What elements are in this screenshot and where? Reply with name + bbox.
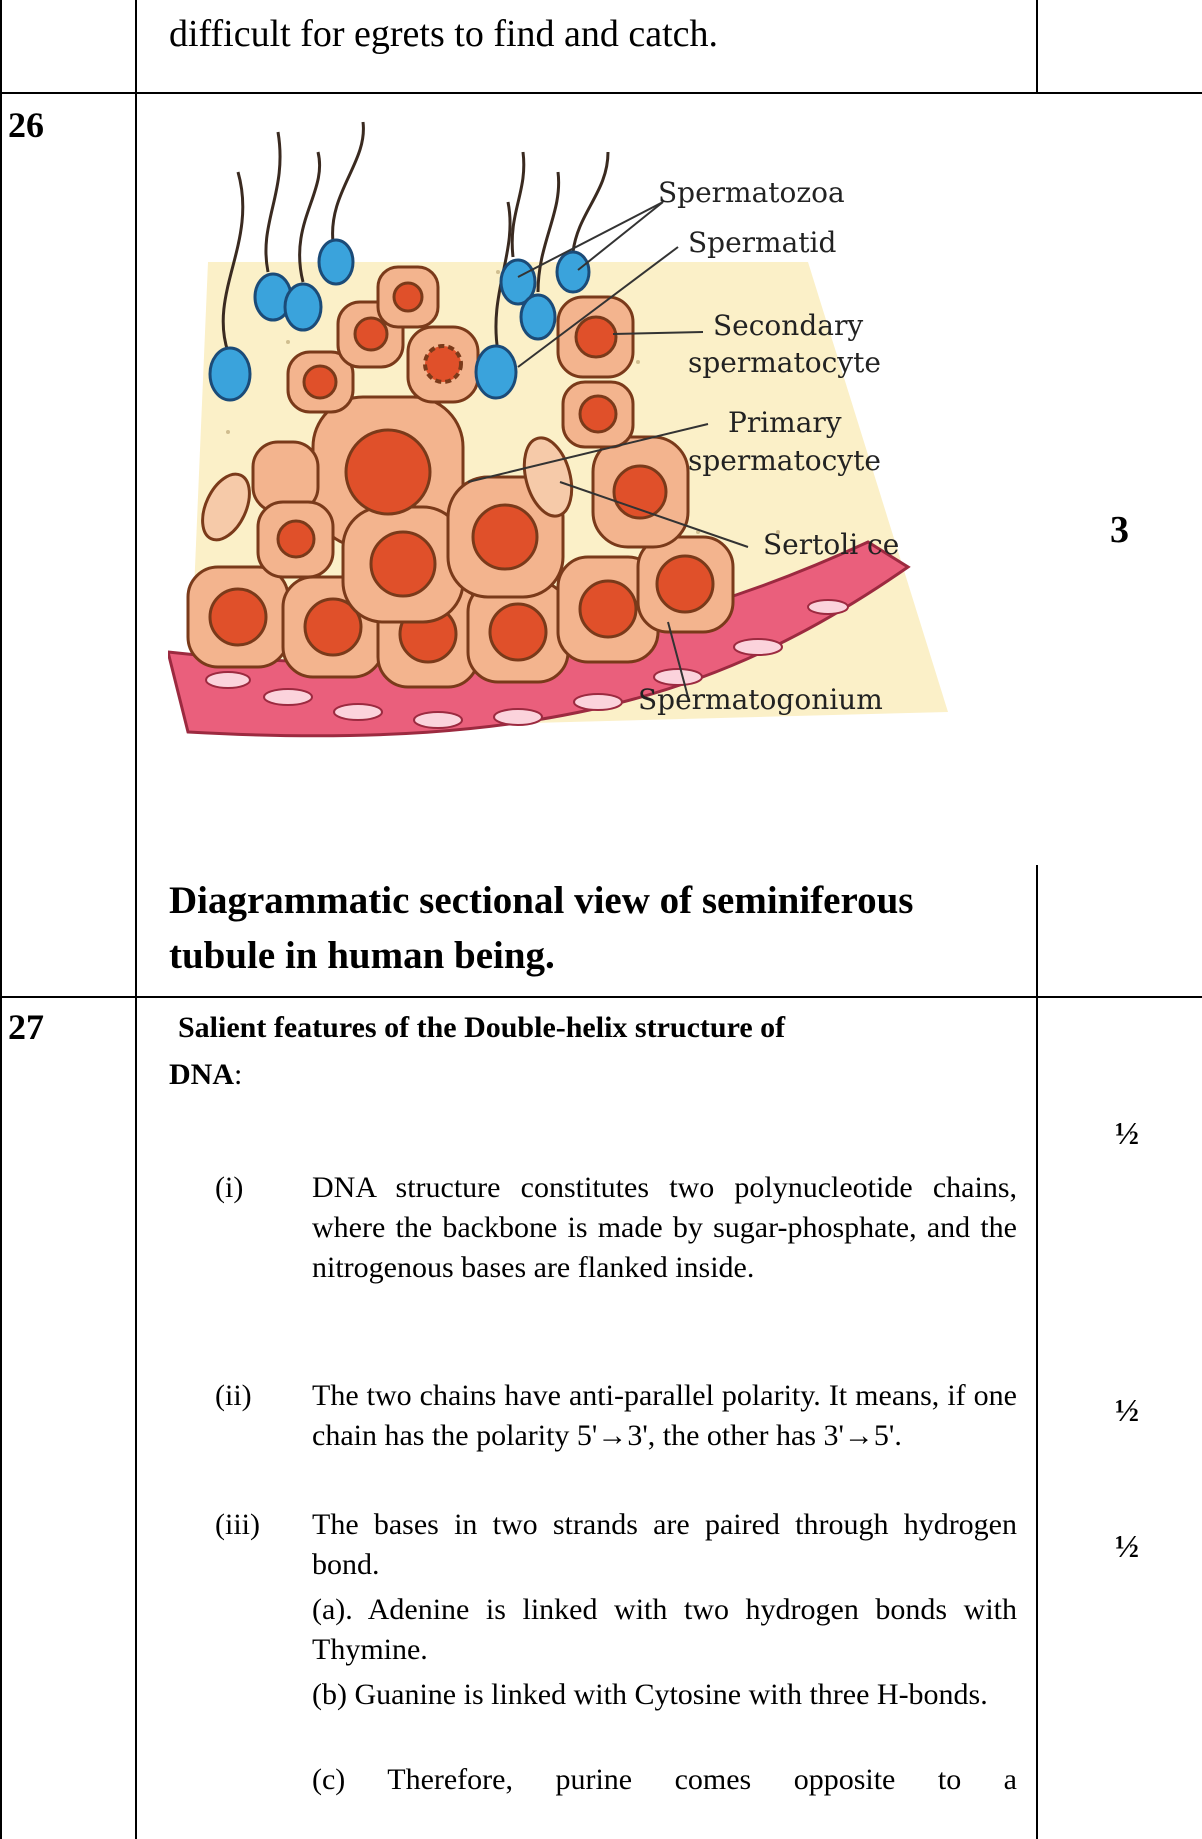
sub-point-c: (c) Therefore, purine comes opposite to … — [312, 1760, 1017, 1800]
label-spermatozoa: Spermatozoa — [658, 176, 845, 209]
diagram-caption-line-1: Diagrammatic sectional view of seminifer… — [169, 873, 913, 929]
sub-point-b: (b) Guanine is linked with Cytosine with… — [312, 1675, 1017, 1715]
label-spermatid: Spermatid — [688, 226, 837, 259]
table-row-divider-1 — [0, 92, 1202, 94]
label-spermatogonium: Spermatogonium — [638, 683, 883, 716]
table-left-border — [0, 0, 2, 1839]
item-number: (iii) — [215, 1505, 260, 1545]
q27-heading-line-2: DNA: — [169, 1055, 242, 1095]
table-column-divider-2 — [1036, 0, 1038, 94]
item-number: (i) — [215, 1168, 243, 1208]
label-secondary-2: spermatocyte — [688, 346, 881, 379]
question-number: 26 — [8, 104, 44, 146]
label-sertoli: Sertoli ce — [763, 528, 899, 561]
marks-half: ½ — [1115, 1528, 1139, 1565]
item-text: The two chains have anti-parallel polari… — [312, 1376, 1017, 1456]
table-column-divider-1 — [135, 0, 137, 1839]
item-text: The bases in two strands are paired thro… — [312, 1505, 1017, 1585]
question-number: 27 — [8, 1006, 44, 1048]
table-column-divider-2 — [1036, 865, 1038, 1839]
dividing-nucleus — [425, 346, 461, 382]
item-number: (ii) — [215, 1376, 252, 1416]
heading-dna: DNA — [169, 1058, 234, 1091]
heading-colon: : — [234, 1058, 242, 1091]
marks-half: ½ — [1115, 1115, 1139, 1152]
marks-value: 3 — [1110, 508, 1129, 552]
table-row-divider-2 — [0, 996, 1202, 998]
label-primary-2: spermatocyte — [688, 444, 881, 477]
item-text: DNA structure constitutes two polynucleo… — [312, 1168, 1017, 1288]
label-primary-1: Primary — [728, 406, 842, 439]
label-secondary-1: Secondary — [713, 309, 863, 342]
q25-answer-tail: difficult for egrets to find and catch. — [169, 14, 718, 54]
seminiferous-tubule-diagram: Spermatozoa Spermatid Secondary spermato… — [168, 112, 1038, 852]
q27-heading-line-1: Salient features of the Double-helix str… — [178, 1008, 785, 1048]
marks-half: ½ — [1115, 1392, 1139, 1429]
diagram-caption-line-2: tubule in human being. — [169, 928, 555, 984]
sub-point-a: (a). Adenine is linked with two hydrogen… — [312, 1590, 1017, 1670]
